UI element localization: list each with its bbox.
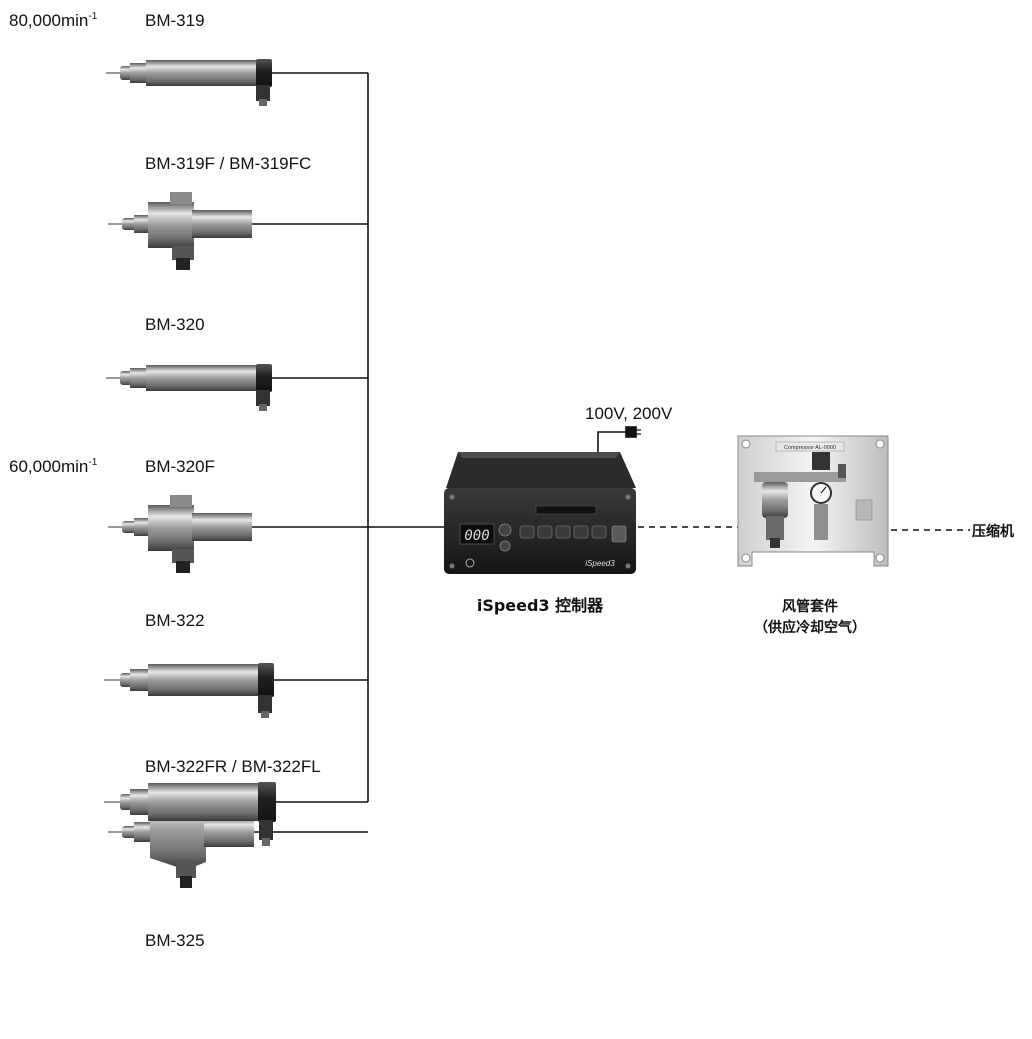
- controller-label: iSpeed3 控制器: [477, 596, 604, 615]
- model-label-bm-319: BM-319: [145, 11, 205, 30]
- power-label: 100V, 200V: [585, 404, 673, 423]
- spindle-bm-319f[interactable]: [108, 192, 252, 270]
- controller-knob-2[interactable]: [500, 541, 510, 551]
- model-label-bm-320f: BM-320F: [145, 457, 215, 476]
- air-hose-kit[interactable]: Compressor AL-0000: [738, 436, 888, 566]
- spindle-bm-322[interactable]: [104, 663, 274, 718]
- model-label-bm-319f: BM-319F / BM-319FC: [145, 154, 311, 173]
- cable-bus: [252, 73, 444, 832]
- power-cord: [598, 427, 641, 452]
- air-kit-label: 风管套件: [782, 598, 838, 615]
- model-label-bm-322fr: BM-322FR / BM-322FL: [145, 757, 321, 776]
- controller-knob[interactable]: [499, 524, 511, 536]
- air-kit-panel-label: Compressor AL-0000: [784, 445, 836, 451]
- speed-label-80k: 80,000min-1: [9, 11, 98, 30]
- model-label-bm-320: BM-320: [145, 315, 205, 334]
- controller-brand: iSpeed3: [585, 559, 615, 568]
- controller-ispeed3[interactable]: 000 iSpeed3: [444, 452, 636, 574]
- model-label-bm-322: BM-322: [145, 611, 205, 630]
- speed-label-60k: 60,000min-1: [9, 457, 98, 476]
- controller-buttons[interactable]: [520, 526, 606, 538]
- model-label-bm-325: BM-325: [145, 931, 205, 950]
- controller-display-value: 000: [464, 528, 489, 544]
- spindle-bm-319[interactable]: [106, 59, 272, 106]
- spindle-bm-320f[interactable]: [108, 495, 252, 573]
- controller-start-button[interactable]: [612, 526, 626, 542]
- spindle-bm-320[interactable]: [106, 364, 272, 411]
- air-kit-sublabel: （供应冷却空气）: [754, 619, 866, 636]
- compressor-label: 压缩机: [972, 523, 1014, 540]
